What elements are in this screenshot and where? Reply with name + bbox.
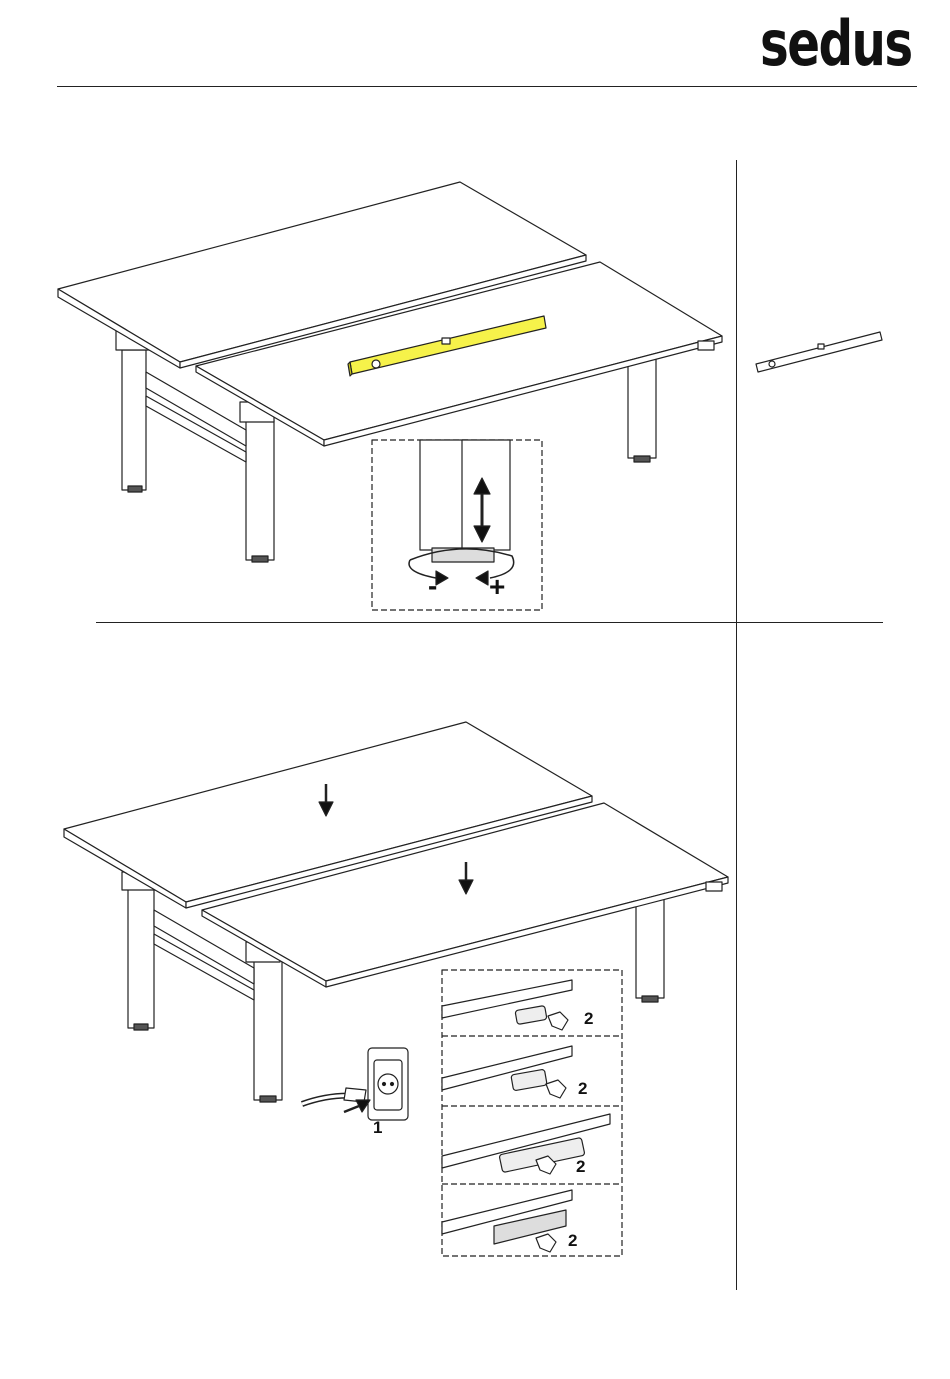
spirit-level-icon [756,332,882,372]
power-plug-icon [302,1088,370,1112]
step1-desk-illustration [58,182,722,610]
control-callout-4: 2 [568,1231,577,1250]
control-callout-1: 2 [584,1009,593,1028]
plug-callout: 1 [373,1118,382,1137]
control-callout-2: 2 [578,1079,587,1098]
control-panel-details [442,970,622,1256]
minus-label: - [428,570,437,601]
leveling-detail [372,440,542,610]
step2-desk-illustration [64,722,728,1102]
plus-label: + [489,571,505,602]
desk-frame-right [628,352,656,462]
control-callout-3: 2 [576,1157,585,1176]
power-socket-icon [368,1048,408,1120]
